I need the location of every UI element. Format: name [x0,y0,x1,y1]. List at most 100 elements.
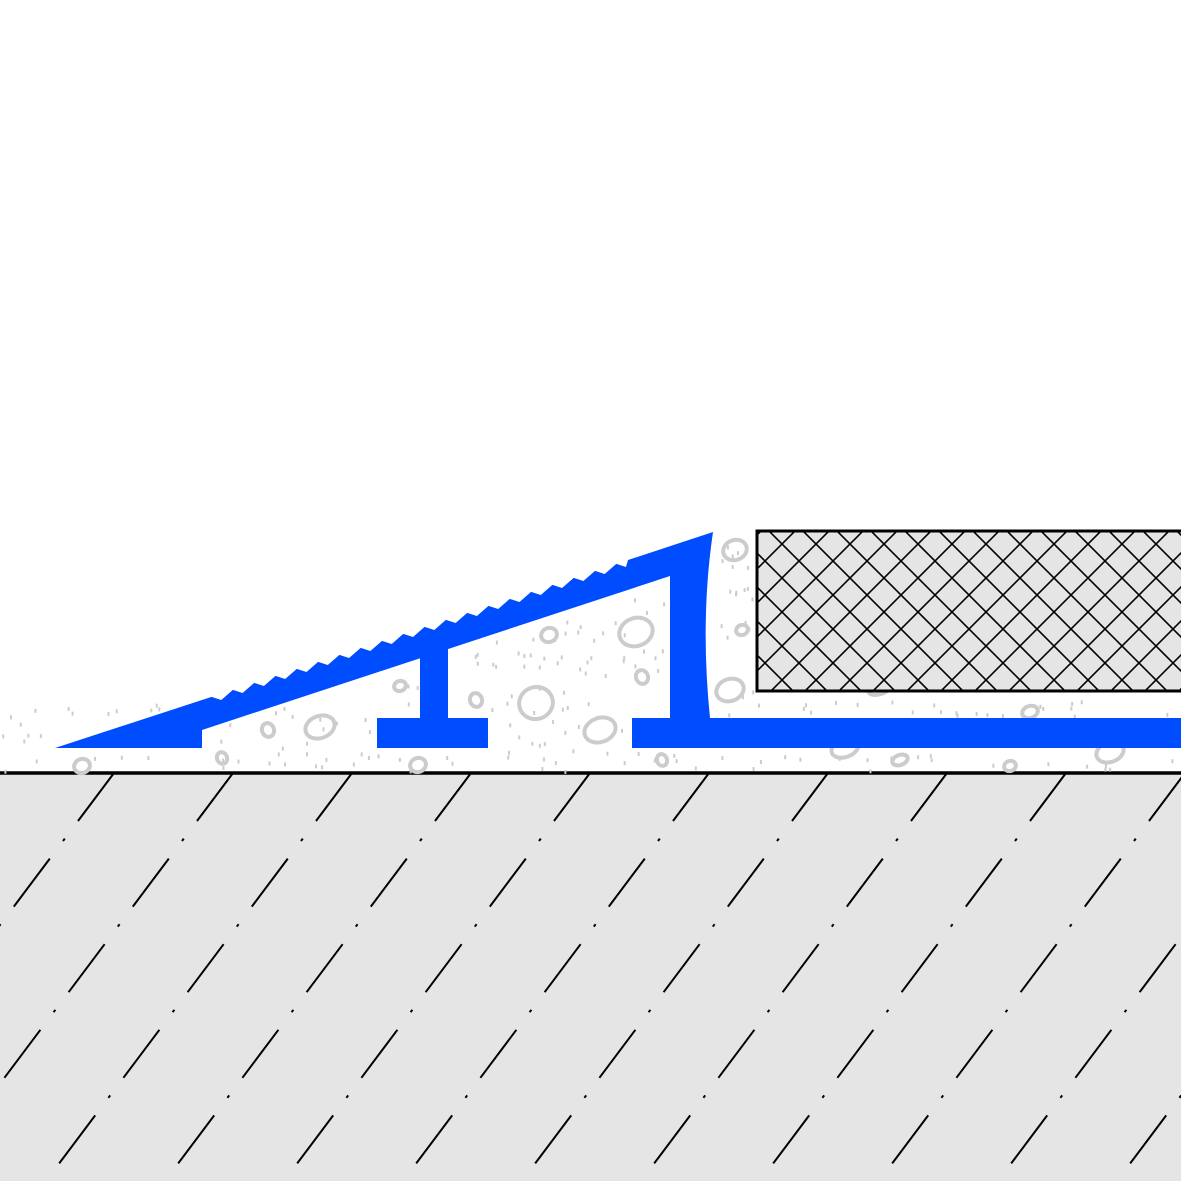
mortar-dot [602,631,605,636]
mortar-dot [517,651,520,656]
mortar-dot [1080,700,1083,705]
mortar-dot [620,728,623,733]
mortar-dot [322,727,325,732]
mortar-dot [566,620,569,625]
mortar-dot [1073,714,1076,719]
mortar-dot [746,586,749,591]
mortar-dot [572,749,575,754]
hatch-line [759,772,1067,1181]
mortar-dot [606,751,609,756]
mortar-dot [71,711,74,716]
mortar-pebble [392,678,408,694]
mortar-dot [9,715,12,720]
mortar-dot [623,761,626,766]
mortar-dot [364,718,367,723]
mortar-pebble [582,715,618,745]
mortar-dot [1166,712,1169,717]
mortar-dot [1071,701,1074,706]
mortar-dot [532,637,535,642]
mortar-pebble [1002,758,1018,774]
mortar-dot [637,751,640,756]
mortar-dot [538,665,541,670]
hatch-line [283,772,591,1181]
mortar-dot [523,654,526,659]
mortar-dot [360,752,363,757]
hatch-line [640,772,948,1181]
mortar-dot [495,640,498,645]
mortar-dot [661,649,664,654]
mortar-dot [992,763,995,768]
mortar-dot [222,766,225,771]
mortar-dot [39,734,42,739]
mortar-dot [268,761,271,766]
mortar-dot [1001,714,1004,719]
mortar-dot [653,758,656,763]
mortar-dot [564,631,567,636]
mortar-dot [784,755,787,760]
mortar-dot [726,545,729,550]
mortar-dot [367,756,370,761]
mortar-dot [319,717,322,722]
mortar-dot [731,554,734,559]
mortar-dot [507,750,510,755]
mortar-dot [939,710,942,715]
mortar-dot [291,714,294,719]
mortar-dot [564,769,567,774]
mortar-dot [529,653,532,658]
substrate-hatch [0,772,1181,1181]
mortar-pebble [734,622,750,638]
tile [755,529,1181,693]
mortar-dot [2,734,5,739]
mortar-dot [911,710,914,715]
mortar-pebble [303,713,337,741]
mortar-dot [1042,706,1045,711]
mortar-dot [23,739,26,744]
mortar-pebble [539,625,559,645]
mortar-dot [835,700,838,705]
mortar-dot [492,662,495,667]
hatch-line [0,772,115,927]
mortar-dot [94,756,97,761]
mortar-dot [804,703,807,708]
mortar-dot [352,762,355,767]
mortar-dot [891,700,894,705]
mortar-dot [518,735,521,740]
mortar-dot [325,757,328,762]
mortar-dot [752,690,755,695]
mortar-dot [663,602,666,607]
mortar-dot [956,713,959,718]
tile-crosshatch [755,529,1181,693]
mortar-dot [543,742,546,747]
mortar-dot [451,761,454,766]
mortar-dot [446,755,449,760]
mortar-pebble [259,721,277,739]
mortar-dot [1104,767,1107,772]
mortar-dot [533,711,536,716]
mortar-dot [305,752,308,757]
mortar-dot [284,762,287,767]
mortar-dot [751,597,754,602]
mortar-dot [930,758,933,763]
mortar-dot [579,667,582,672]
mortar-dot [27,733,30,738]
mortar-dot [115,709,118,714]
mortar-dot [523,664,526,669]
mortar-dot [584,671,587,676]
mortar-dot [744,620,747,625]
mortar-dot [955,711,958,716]
mortar-dot [306,741,309,746]
mortar-dot [222,758,225,763]
mortar-pebble [721,537,749,563]
mortar-dot [623,655,626,660]
profile-ramp [55,532,1181,748]
mortar-dot [1109,767,1112,772]
mortar-dot [542,757,545,762]
mortar-dot [604,674,607,679]
mortar-dot [736,551,739,556]
mortar-dot [643,649,646,654]
hatch-line [997,935,1181,1181]
mortar-dot [673,753,676,758]
mortar-dot [237,759,240,764]
mortar-dot [759,760,762,765]
